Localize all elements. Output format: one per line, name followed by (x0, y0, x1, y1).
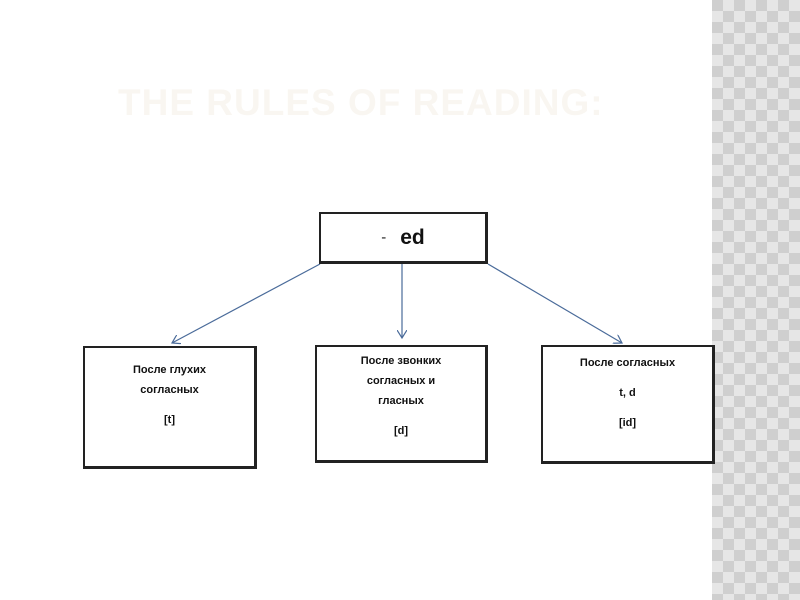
rule-text-line: согласных (140, 384, 199, 396)
root-node-ed: - ed (319, 212, 488, 264)
rule-text-extra: t, d (619, 387, 636, 399)
root-label: ed (400, 225, 425, 249)
root-dash: - (381, 229, 387, 246)
slide-title: THE RULES OF READING: (118, 82, 604, 123)
rule-text-line: После согласных (579, 357, 676, 369)
rule-text-line: согласных и (366, 375, 436, 387)
rule-sound: [id] (618, 417, 637, 429)
decorative-side-pattern (712, 0, 800, 600)
rule-box-voiceless: После глухих согласных [t] (83, 346, 257, 469)
rule-sound: [t] (164, 414, 175, 426)
rule-box-voiced: После звонких согласных и гласных [d] (315, 345, 488, 463)
rule-box-t-d: После согласных t, d [id] (541, 345, 715, 464)
rule-text-line: После глухих (132, 364, 206, 376)
arrow-to-right-box (487, 263, 622, 343)
rule-text-line: гласных (378, 395, 424, 407)
arrow-to-left-box (172, 263, 321, 343)
rule-text-line: После звонких (360, 355, 442, 367)
slide (0, 0, 712, 600)
rule-sound: [d] (393, 425, 409, 437)
